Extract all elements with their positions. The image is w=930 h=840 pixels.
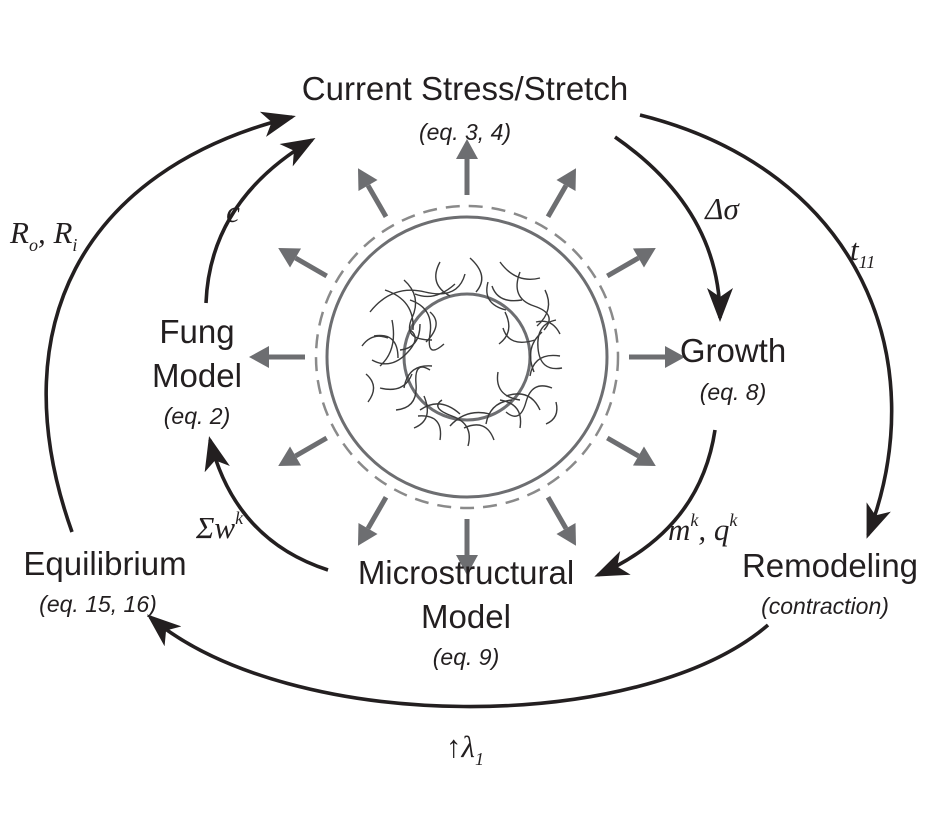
arrow-equilibrium-to-current [44, 111, 296, 533]
radial-arrow-5 [606, 435, 656, 466]
radial-arrow-3 [606, 248, 656, 279]
vessel-cross-section-icon [314, 204, 620, 510]
current-stress-stretch-label: Current Stress/Stretch [302, 70, 628, 107]
c-label: c [226, 194, 240, 229]
remodeling-ref: (contraction) [761, 593, 889, 619]
radial-arrow-11 [278, 248, 328, 279]
remodeling-label: Remodeling [742, 547, 918, 584]
lambda-label: ↑λ1 [446, 729, 484, 769]
radial-arrow-4 [629, 346, 685, 368]
t11-label: t11 [850, 232, 875, 272]
radial-arrow-12 [358, 168, 389, 218]
equilibrium-ref: (eq. 15, 16) [39, 591, 157, 617]
microstructural-label: Microstructural [358, 554, 574, 591]
arrow-current-to-remodeling [639, 113, 894, 539]
collagen-fibers [361, 257, 563, 447]
microstructural-ref: (eq. 9) [433, 644, 499, 670]
arrow-current-to-growth [613, 135, 733, 322]
outward-pressure-arrows [249, 139, 685, 575]
fung-label: Fung [159, 313, 234, 350]
sum-wk-label: Σwk [195, 508, 244, 545]
radial-arrow-8 [358, 496, 389, 546]
ro-ri-label: Ro, Ri [9, 215, 77, 255]
equilibrium-label: Equilibrium [23, 545, 186, 582]
radial-arrow-1 [456, 139, 478, 195]
current-stress-stretch-ref: (eq. 3, 4) [419, 119, 511, 145]
fung-model-label: Model [152, 357, 242, 394]
radial-arrow-9 [278, 435, 328, 466]
growth-label: Growth [680, 332, 786, 369]
growth-ref: (eq. 8) [700, 379, 766, 405]
arrow-fung-to-current [204, 137, 316, 304]
radial-arrow-2 [545, 168, 576, 218]
radial-arrow-10 [249, 346, 305, 368]
delta-sigma-label: Δσ [703, 191, 740, 226]
arrow-microstructural-to-fung [204, 436, 329, 572]
radial-arrow-7 [456, 519, 478, 575]
mk-qk-label: mk, qk [668, 510, 738, 547]
fung-ref: (eq. 2) [164, 403, 230, 429]
arrow-growth-to-microstructural [594, 429, 717, 577]
arrow-remodeling-to-equilibrium [146, 614, 770, 709]
microstructural-model-label: Model [421, 598, 511, 635]
radial-arrow-6 [545, 496, 576, 546]
